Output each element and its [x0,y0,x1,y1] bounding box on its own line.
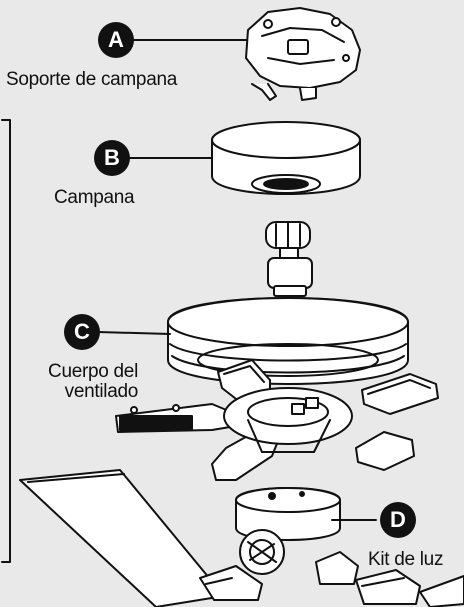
blades-part [19,469,464,607]
fan-body-part [115,221,439,481]
canopy-bracket-part [245,7,361,101]
callout-badge-d: D [380,502,416,538]
callout-badge-b: B [94,140,130,176]
label-line-1: Cuerpo del [48,361,138,382]
label-cuerpo-del-ventilado: Cuerpo del ventilado [28,362,138,402]
label-soporte-de-campana: Soporte de campana [6,69,177,90]
label-campana: Campana [54,187,135,208]
canopy-part [211,121,361,195]
frame-bracket [1,119,11,563]
label-line-2: ventilado [64,381,139,402]
callout-badge-a: A [98,22,134,58]
light-kit-part [199,487,421,605]
leader-line-c [97,331,171,335]
label-kit-de-luz: Kit de luz [368,549,444,570]
callout-badge-c: C [64,314,100,350]
